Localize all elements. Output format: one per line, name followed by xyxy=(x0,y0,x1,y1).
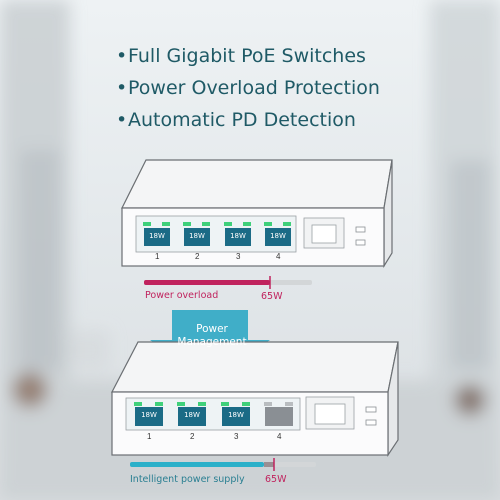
bottom-port-1-watt: 18W xyxy=(141,411,157,419)
bottom-port-3-number: 3 xyxy=(234,432,239,441)
feature-item: •Power Overload Protection xyxy=(116,77,380,99)
bottom-port-2-number: 2 xyxy=(190,432,195,441)
bottom-port-4-number: 4 xyxy=(277,432,282,441)
bottom-port-2 xyxy=(177,402,206,426)
top-bar-caption: Power overload xyxy=(145,290,219,301)
feature-item: •Automatic PD Detection xyxy=(116,109,356,131)
feature-item: •Full Gigabit PoE Switches xyxy=(116,45,366,67)
top-port-1 xyxy=(143,222,170,246)
power-management-label: Power Management xyxy=(177,323,247,348)
top-power-bar-fill xyxy=(144,280,270,285)
feature-list: •Full Gigabit PoE Switches •Power Overlo… xyxy=(116,40,380,136)
bottom-port-2-watt: 18W xyxy=(184,411,200,419)
bottom-port-1 xyxy=(134,402,163,426)
bottom-port-3 xyxy=(221,402,250,426)
top-port-1-number: 1 xyxy=(155,252,160,261)
bottom-port-1-number: 1 xyxy=(147,432,152,441)
bottom-bar-caption: Intelligent power supply xyxy=(130,474,245,485)
top-port-4-watt: 18W xyxy=(270,232,286,240)
top-port-4 xyxy=(264,222,291,246)
bottom-port-3-watt: 18W xyxy=(228,411,244,419)
top-port-2 xyxy=(183,222,210,246)
bottom-power-bar-fill xyxy=(130,462,264,467)
top-switch xyxy=(121,159,393,289)
top-port-4-number: 4 xyxy=(276,252,281,261)
top-port-1-watt: 18W xyxy=(149,232,165,240)
top-port-2-number: 2 xyxy=(195,252,200,261)
bottom-power-bar-reserve xyxy=(264,462,274,467)
bottom-port-4-idle xyxy=(264,402,293,426)
bottom-switch xyxy=(111,341,399,471)
top-port-3-number: 3 xyxy=(236,252,241,261)
top-port-3 xyxy=(224,222,251,246)
top-bar-limit: 65W xyxy=(261,291,283,302)
top-port-3-watt: 18W xyxy=(230,232,246,240)
top-port-2-watt: 18W xyxy=(189,232,205,240)
bottom-bar-limit: 65W xyxy=(265,474,287,485)
